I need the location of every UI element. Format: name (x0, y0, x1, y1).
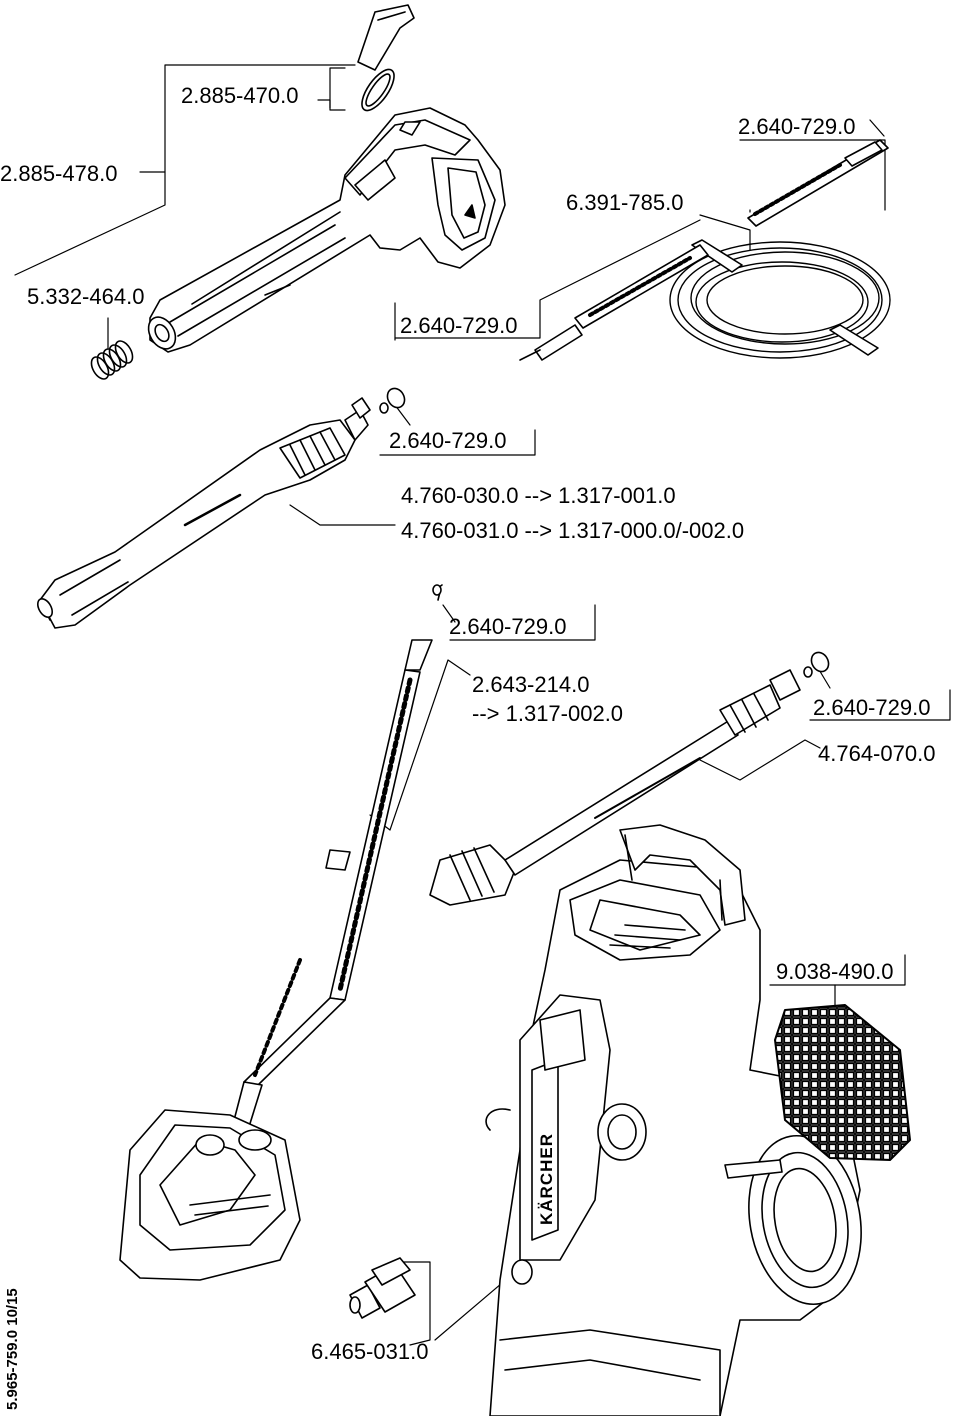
part-label-2-640-729-brush: 2.640-729.0 (449, 614, 567, 639)
leader-lines (14, 64, 951, 1346)
part-label-2-885-470: 2.885-470.0 (181, 83, 299, 108)
surface-cleaner-drawing (119, 584, 443, 1281)
part-label-brush-line1: 2.643-214.0 (472, 672, 590, 697)
trigger-clip-drawing (357, 4, 415, 71)
part-label-6-391-785: 6.391-785.0 (566, 190, 684, 215)
part-label-brush-line2: --> 1.317-002.0 (472, 701, 624, 726)
part-label-9-038-490: 9.038-490.0 (776, 959, 894, 984)
jet-nozzle-drawing (429, 651, 830, 906)
pressure-washer-drawing (485, 824, 862, 1416)
part-label-lance-line1: 4.760-030.0 --> 1.317-001.0 (401, 483, 676, 508)
part-label-5-332-464: 5.332-464.0 (27, 284, 145, 309)
document-code: 5.965-759.0 10/15 (4, 1288, 21, 1410)
spray-lance-drawing (36, 387, 406, 629)
part-label-lance-line2: 4.760-031.0 --> 1.317-000.0/-002.0 (401, 518, 745, 543)
part-label-6-465-031: 6.465-031.0 (311, 1339, 429, 1364)
filter-mesh-drawing (774, 1004, 911, 1161)
spring-drawing (90, 340, 134, 380)
part-label-4-764-070: 4.764-070.0 (818, 741, 936, 766)
part-label-2-640-729-hose: 2.640-729.0 (400, 313, 518, 338)
part-label-2-640-729-top-right: 2.640-729.0 (738, 114, 856, 139)
part-label-2-640-729-nozzle: 2.640-729.0 (813, 695, 931, 720)
part-label-2-885-478: 2.885-478.0 (0, 161, 118, 186)
brand-text: KÄRCHER (537, 1133, 556, 1225)
hose-adapter-drawing (349, 1257, 416, 1319)
hose-drawing (519, 139, 891, 361)
seal-ring-drawing (361, 68, 395, 112)
trigger-gun-drawing (147, 107, 506, 353)
part-label-2-640-729-lance: 2.640-729.0 (389, 428, 507, 453)
